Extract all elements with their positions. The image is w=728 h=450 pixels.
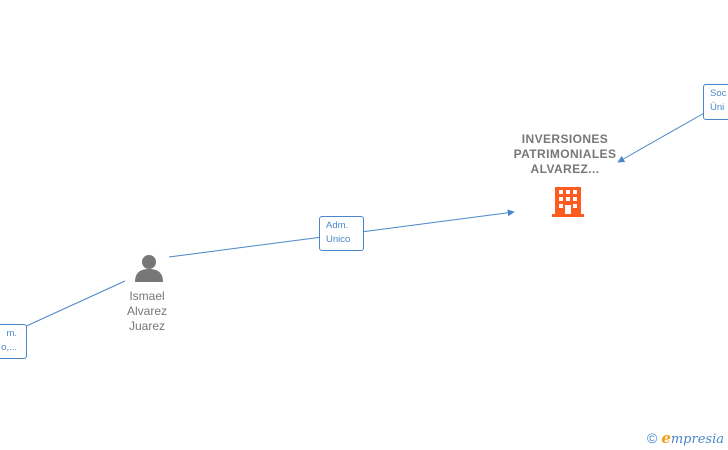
person-name-line: Ismael [129,289,165,303]
person-name[interactable]: Ismael Alvarez Juarez [107,289,187,334]
edge-right-to-company [617,111,707,163]
footer-brand[interactable]: ©empresia [647,429,724,447]
edge-left-to-person [21,280,126,329]
building-icon[interactable] [552,187,584,217]
company-name-line: ALVAREZ... [530,162,600,176]
edge-label-line: Adm. [326,220,349,231]
edge-label-line: Unico [326,234,351,245]
brand-logo-e: e [661,429,671,447]
edge-label-line: o,... [1,342,17,353]
company-name-line: INVERSIONES [521,132,609,146]
edge-label-line: Soc [710,88,727,99]
edge-label-left[interactable]: m. o,... [0,324,27,359]
edge-label-adm-unico[interactable]: Adm. Unico [319,216,364,251]
brand-logo-text: mpresia [670,432,724,447]
edge-label-right[interactable]: Soc Úni [703,84,728,120]
copyright-icon: © [646,430,658,446]
person-name-line: Alvarez [126,304,167,318]
person-icon[interactable] [135,255,163,282]
edge-label-line: Úni [710,102,725,113]
person-name-line: Juarez [128,319,166,333]
company-name[interactable]: INVERSIONES PATRIMONIALES ALVAREZ... [495,132,635,177]
company-name-line: PATRIMONIALES [513,147,617,161]
edge-label-line: m. [6,328,17,339]
